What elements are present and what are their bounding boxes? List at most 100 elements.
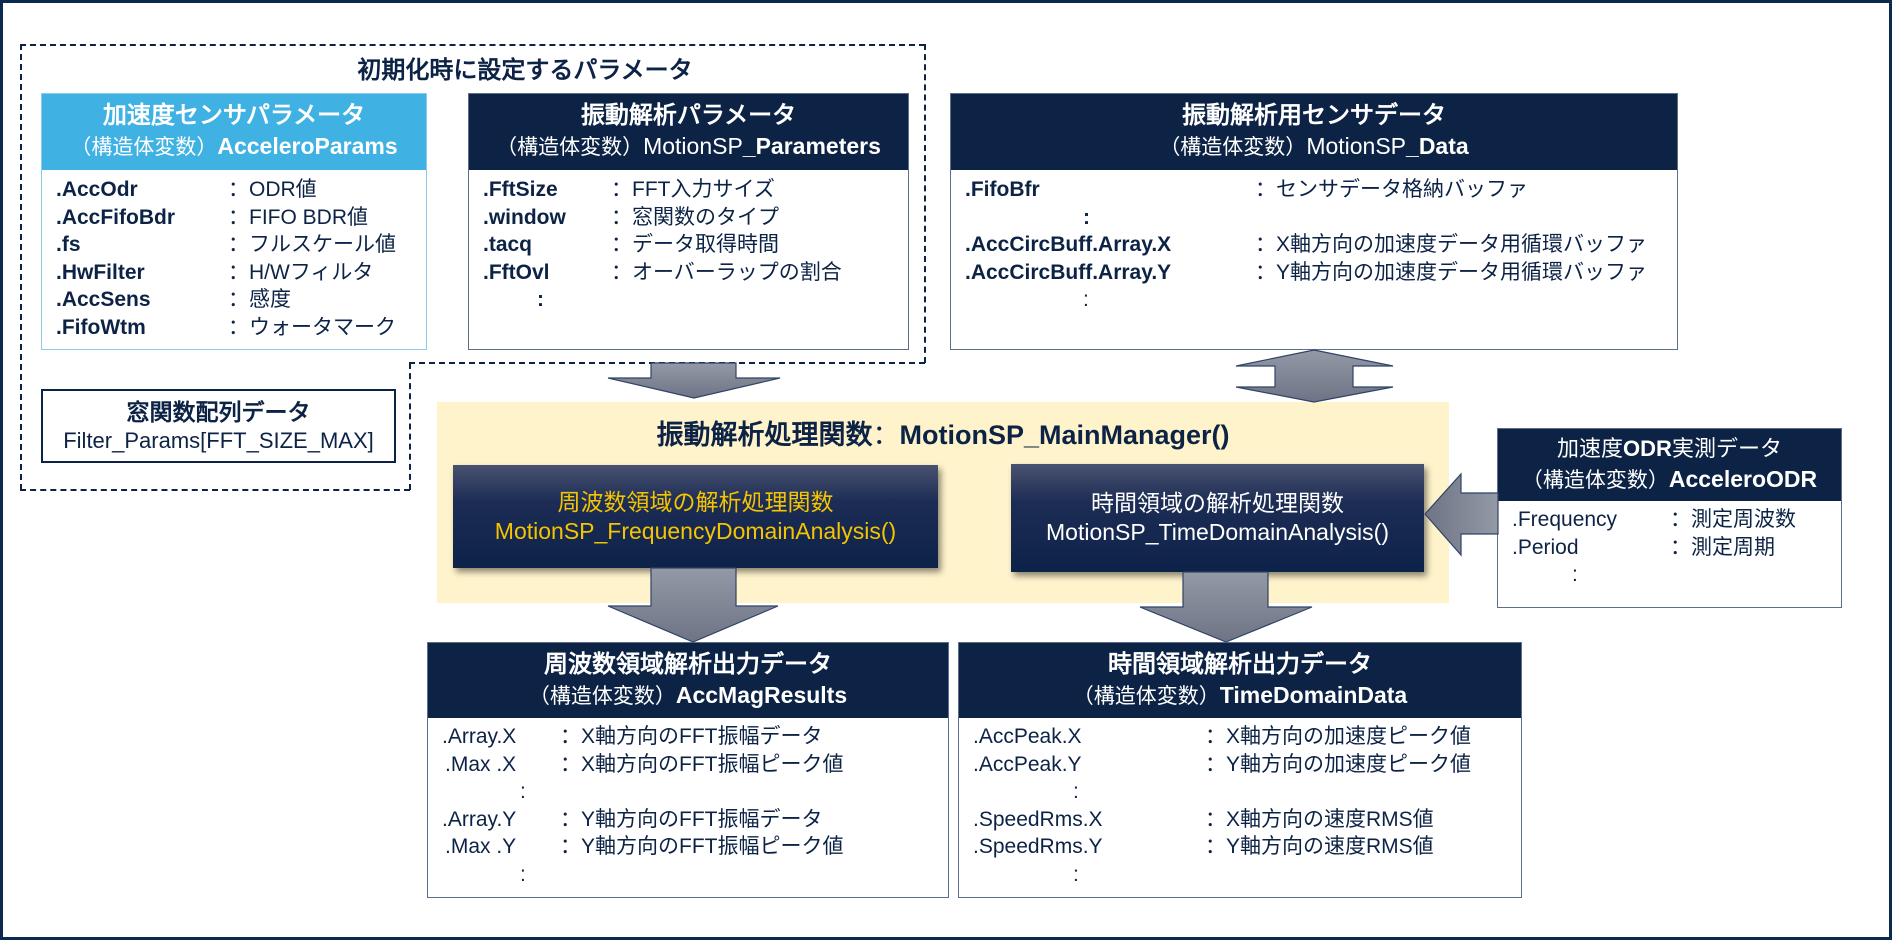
field-desc: ：センサデータ格納バッファ	[1255, 178, 1528, 201]
field-row: .AccCircBuff.Array.X ：X軸方向の加速度データ用循環バッファ	[965, 231, 1677, 259]
field-key: .AccCircBuff.Array.Y	[965, 260, 1172, 284]
time-func-title: 時間領域の解析処理関数	[1091, 490, 1344, 516]
struct-name-plain: MotionSP	[643, 133, 743, 159]
ellipsis: :	[1073, 862, 1079, 886]
ellipsis: :	[1073, 780, 1079, 803]
field-row: .SpeedRms.X ：X軸方向の速度RMS値	[973, 806, 1521, 834]
acc-mag-results-title: 周波数領域解析出力データ	[544, 650, 832, 678]
field-desc: ：窓関数のタイプ	[611, 205, 779, 229]
init-group-title: 初期化時に設定するパラメータ	[357, 57, 693, 84]
field-row: .AccFifoBdr ：FIFO BDR値	[56, 204, 426, 232]
motionsp-parameters-fields: .FftSize：FFT入力サイズ .window：窓関数のタイプ .tacq：…	[469, 170, 908, 314]
field-key: .Period	[1512, 535, 1579, 559]
field-desc: ：オーバーラップの割合	[611, 260, 842, 284]
struct-prefix: （構造体変数）	[1521, 469, 1669, 492]
field-key: .window	[483, 205, 566, 229]
field-key: .AccPeak.Y	[973, 752, 1082, 776]
acc-mag-results-box: 周波数領域解析出力データ （構造体変数）AccMagResults .Array…	[427, 642, 949, 898]
field-desc: ：H/Wフィルタ	[228, 260, 374, 284]
accelero-params-box: 加速度センサパラメータ （構造体変数）AcceleroParams .AccOd…	[41, 93, 427, 350]
field-key: .SpeedRms.X	[973, 807, 1103, 831]
field-key: .SpeedRms.Y	[973, 835, 1103, 858]
struct-name-plain: MotionSP	[1306, 133, 1407, 159]
struct-prefix: （構造体変数）	[70, 136, 218, 159]
time-domain-data-box: 時間領域解析出力データ （構造体変数）TimeDomainData .AccPe…	[958, 642, 1522, 898]
ellipsis: :	[1083, 288, 1089, 311]
struct-prefix: （構造体変数）	[528, 684, 676, 708]
field-desc: ：フルスケール値	[228, 233, 396, 256]
time-domain-data-struct: （構造体変数）TimeDomainData	[1073, 680, 1407, 712]
title-part: 加速度	[1557, 436, 1624, 461]
main-manager-sep: ：	[872, 420, 900, 450]
accelero-odr-struct: （構造体変数）AcceleroODR	[1522, 464, 1817, 496]
field-row: .Frequency：測定周波数	[1512, 506, 1841, 534]
struct-name-bold: _Parameters	[742, 133, 881, 159]
filter-params-box: 窓関数配列データ Filter_Params[FFT_SIZE_MAX]	[41, 389, 396, 463]
field-desc: ：Y軸方向の速度RMS値	[1205, 835, 1434, 858]
motionsp-parameters-title: 振動解析パラメータ	[580, 102, 797, 129]
field-key: .AccPeak.X	[973, 725, 1082, 748]
field-key: .FftOvl	[483, 260, 550, 284]
freq-analysis-function: 周波数領域の解析処理関数 MotionSP_FrequencyDomainAna…	[453, 465, 938, 568]
down-arrow-icon	[607, 567, 779, 643]
field-row: .Array.X：X軸方向のFFT振幅データ	[442, 723, 948, 751]
dashed-border-top	[20, 44, 925, 46]
field-desc: ：感度	[228, 288, 291, 311]
field-key: .fs	[56, 233, 81, 256]
struct-prefix: （構造体変数）	[1159, 136, 1307, 159]
motionsp-parameters-box: 振動解析パラメータ （構造体変数）MotionSP_Parameters .Ff…	[468, 93, 909, 350]
acc-mag-results-struct: （構造体変数）AccMagResults	[529, 680, 847, 712]
field-desc: ：測定周期	[1670, 535, 1775, 559]
motionsp-data-box: 振動解析用センサデータ （構造体変数）MotionSP_Data .FifoBf…	[950, 93, 1678, 350]
motionsp-data-header: 振動解析用センサデータ （構造体変数）MotionSP_Data	[951, 94, 1677, 170]
time-domain-data-title: 時間領域解析出力データ	[1108, 650, 1372, 678]
field-desc: ：X軸方向の加速度データ用循環バッファ	[1255, 233, 1648, 256]
field-key: .AccCircBuff.Array.X	[965, 233, 1172, 256]
accelero-odr-fields: .Frequency：測定周波数 .Period：測定周期 :	[1498, 501, 1841, 589]
field-key: .Frequency	[1512, 508, 1618, 531]
field-row: .SpeedRms.Y ：Y軸方向の速度RMS値	[973, 833, 1521, 861]
struct-name: AcceleroParams	[217, 133, 398, 159]
field-key: .AccFifoBdr	[56, 205, 176, 229]
left-arrow-icon	[1424, 472, 1499, 557]
field-desc: ：X軸方向の速度RMS値	[1205, 807, 1434, 831]
filter-params-title: 窓関数配列データ	[126, 398, 311, 425]
field-desc: ：FIFO BDR値	[228, 205, 368, 229]
motionsp-data-title: 振動解析用センサデータ	[1182, 102, 1446, 129]
field-desc: ：X軸方向の加速度ピーク値	[1205, 725, 1472, 748]
down-arrow-icon	[607, 362, 781, 399]
field-desc: ：Y軸方向のFFT振幅データ	[560, 807, 823, 831]
time-domain-data-header: 時間領域解析出力データ （構造体変数）TimeDomainData	[959, 643, 1521, 718]
field-key: .Max .X	[445, 752, 517, 776]
field-key: .AccOdr	[56, 178, 138, 201]
accelero-odr-title: 加速度ODR実測データ	[1557, 434, 1782, 464]
ellipsis: :	[537, 288, 544, 311]
accelero-odr-box: 加速度ODR実測データ （構造体変数）AcceleroODR .Frequenc…	[1497, 428, 1842, 608]
motionsp-data-fields: .FifoBfr：センサデータ格納バッファ : .AccCircBuff.Arr…	[951, 170, 1677, 314]
field-key: .FifoWtm	[56, 315, 146, 339]
field-desc: ：Y軸方向のFFT振幅ピーク値	[560, 835, 844, 858]
field-row: .Period ：測定周期	[1512, 534, 1841, 562]
field-key: .AccSens	[56, 288, 151, 311]
field-row: .FftOvl ：オーバーラップの割合	[483, 259, 908, 287]
accelero-params-title: 加速度センサパラメータ	[102, 102, 366, 129]
field-key: .HwFilter	[56, 260, 145, 284]
struct-name: AcceleroODR	[1668, 466, 1818, 492]
down-arrow-icon	[1139, 571, 1313, 643]
ellipsis: :	[520, 862, 526, 886]
motionsp-data-struct: （構造体変数）MotionSP_Data	[1159, 131, 1468, 163]
accelero-params-struct: （構造体変数）AcceleroParams	[70, 131, 397, 163]
title-part-bold: ODR	[1623, 436, 1672, 461]
dashed-border-left	[20, 44, 22, 490]
struct-name: AccMagResults	[675, 681, 848, 708]
time-func-name: MotionSP_TimeDomainAnalysis()	[1046, 519, 1389, 545]
field-key: .Array.Y	[442, 807, 517, 831]
main-manager-label: 振動解析処理関数	[656, 420, 873, 450]
field-row: .AccSens ：感度	[56, 286, 426, 314]
field-desc: ：ウォータマーク	[228, 315, 396, 339]
struct-name-bold: _Data	[1406, 133, 1469, 159]
field-desc: ：X軸方向のFFT振幅ピーク値	[560, 752, 844, 776]
field-key: .Array.X	[442, 725, 517, 748]
